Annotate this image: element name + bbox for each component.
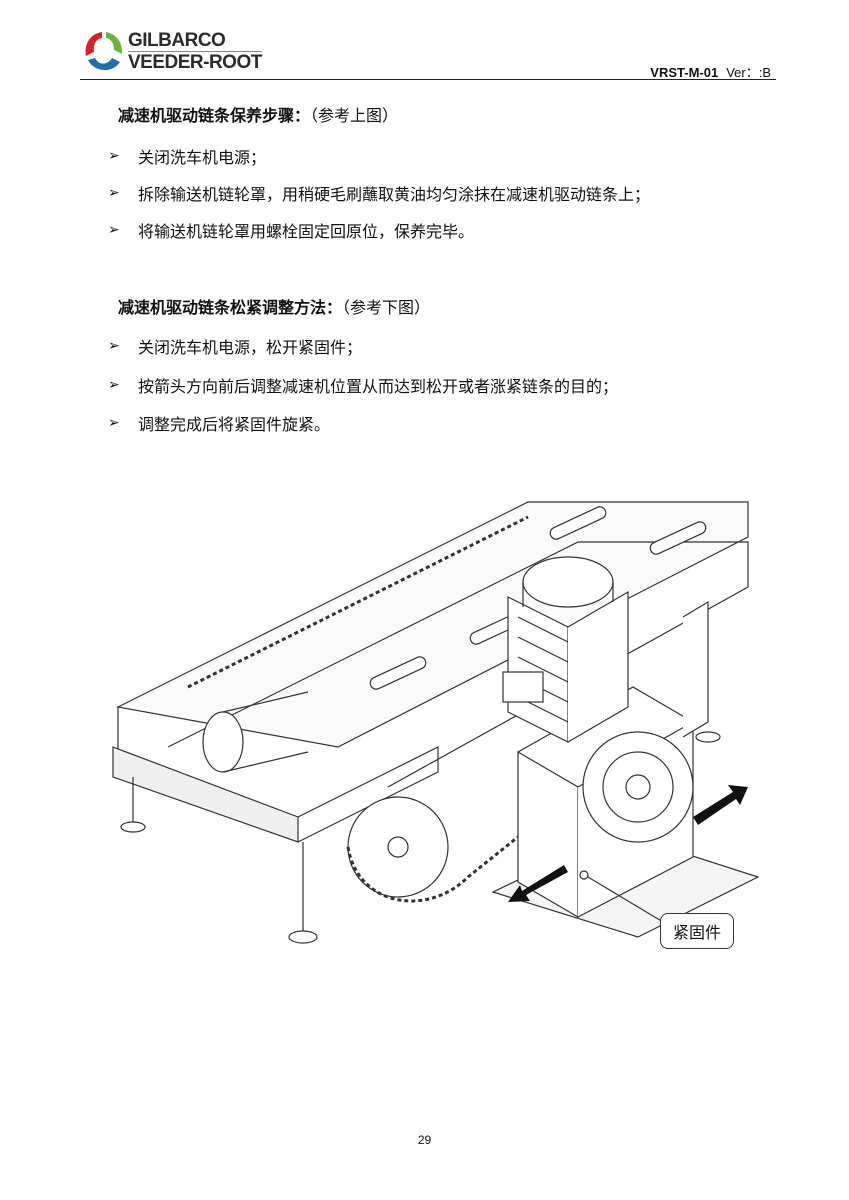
header-divider xyxy=(80,79,776,80)
list-item: ➢ 调整完成后将紧固件旋紧。 xyxy=(108,411,330,435)
logo-mark-icon xyxy=(85,32,123,71)
step-text: 调整完成后将紧固件旋紧。 xyxy=(138,415,331,434)
callout-label: 紧固件 xyxy=(672,923,721,942)
logo-text: GILBARCO VEEDER-ROOT xyxy=(128,30,262,73)
section-heading-maintenance: 减速机驱动链条保养步骤：（参考上图） xyxy=(118,102,398,126)
step-text: 拆除输送机链轮罩，用稍硬毛刷蘸取黄油均匀涂抹在减速机驱动链条上； xyxy=(138,185,651,204)
list-item: ➢ 关闭洗车机电源，松开紧固件； xyxy=(108,334,362,358)
step-text: 关闭洗车机电源，松开紧固件； xyxy=(138,338,363,357)
bullet-arrow-icon: ➢ xyxy=(108,148,120,164)
logo-line-2: VEEDER-ROOT xyxy=(128,51,262,73)
bullet-arrow-icon: ➢ xyxy=(108,185,120,201)
list-item: ➢ 按箭头方向前后调整减速机位置从而达到松开或者涨紧链条的目的； xyxy=(108,373,618,397)
company-logo xyxy=(82,28,282,78)
heading-title: 减速机驱动链条松紧调整方法： xyxy=(118,298,343,317)
section-heading-adjustment: 减速机驱动链条松紧调整方法：（参考下图） xyxy=(118,294,430,318)
logo-line-1: GILBARCO xyxy=(128,30,226,51)
page-number: 29 xyxy=(417,1133,432,1147)
doc-version: Ver：:B xyxy=(726,65,771,80)
list-item: ➢ 关闭洗车机电源； xyxy=(108,144,266,168)
fastener-callout: 紧固件 xyxy=(660,913,734,949)
heading-ref: （参考下图） xyxy=(342,298,431,317)
list-item: ➢ 将输送机链轮罩用螺栓固定回原位，保养完毕。 xyxy=(108,218,474,242)
bullet-arrow-icon: ➢ xyxy=(108,338,120,354)
step-text: 按箭头方向前后调整减速机位置从而达到松开或者涨紧链条的目的； xyxy=(138,377,619,396)
step-text: 关闭洗车机电源； xyxy=(138,148,267,167)
bullet-arrow-icon: ➢ xyxy=(108,222,120,238)
conveyor-drive-figure: 紧固件 xyxy=(108,497,760,962)
bullet-arrow-icon: ➢ xyxy=(108,377,120,393)
list-item: ➢ 拆除输送机链轮罩，用稍硬毛刷蘸取黄油均匀涂抹在减速机驱动链条上； xyxy=(108,181,650,205)
heading-ref: （参考上图） xyxy=(310,106,399,125)
conveyor-drawing xyxy=(112,501,760,944)
document-id: VRST-M-01 Ver：:B xyxy=(650,62,771,81)
doc-code: VRST-M-01 xyxy=(650,65,719,80)
bullet-arrow-icon: ➢ xyxy=(108,415,120,431)
step-text: 将输送机链轮罩用螺栓固定回原位，保养完毕。 xyxy=(138,222,475,241)
heading-title: 减速机驱动链条保养步骤： xyxy=(118,106,311,125)
